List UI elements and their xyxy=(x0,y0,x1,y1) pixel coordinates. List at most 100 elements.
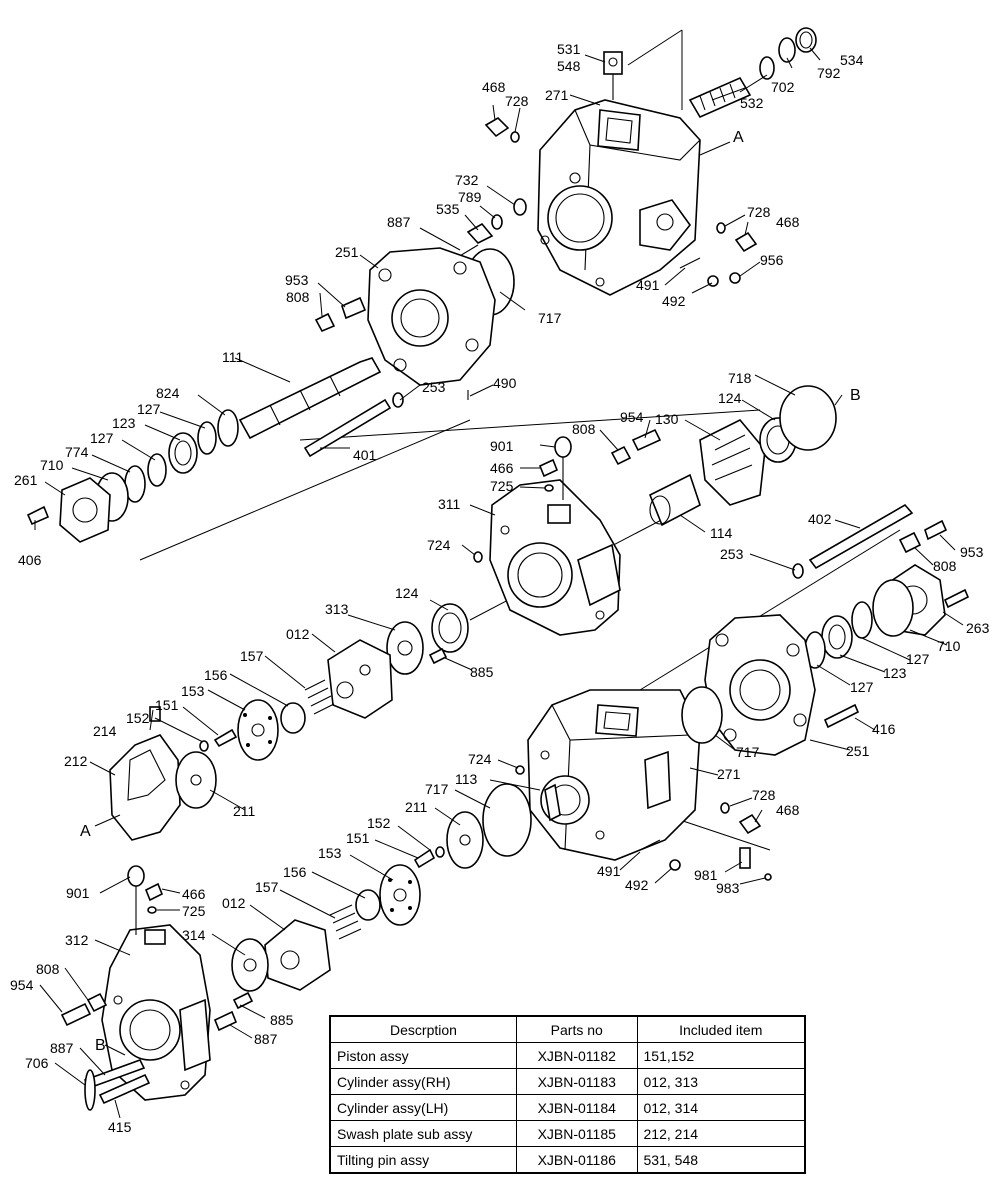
part-labels: 531 548 534 792 702 532 271 468 728 A 73… xyxy=(10,41,990,1135)
label-311: 311 xyxy=(438,496,461,512)
piston-group-upper xyxy=(199,679,335,761)
spline-coupling-114 xyxy=(648,473,701,527)
cell-parts-no: XJBN-01182 xyxy=(515,1042,638,1069)
label-124-mid: 124 xyxy=(395,585,419,601)
valve-plate-311 xyxy=(473,479,621,636)
rear-cover-stack xyxy=(804,564,970,669)
label-A-left: A xyxy=(80,823,91,840)
label-152-lower: 152 xyxy=(367,815,391,831)
label-702: 702 xyxy=(771,79,795,95)
label-728-top-left: 728 xyxy=(505,93,529,109)
label-468-top-right: 468 xyxy=(776,214,800,230)
cell-included-item: 151,152 xyxy=(636,1042,806,1069)
swash-plate-130 xyxy=(699,385,837,506)
label-406: 406 xyxy=(18,552,42,568)
label-314: 314 xyxy=(182,927,206,943)
label-151-lower: 151 xyxy=(346,830,370,846)
piston-group-lower xyxy=(213,846,445,1032)
label-956: 956 xyxy=(760,252,784,268)
upper-housing-271 xyxy=(537,99,701,296)
cell-included-item: 012, 313 xyxy=(636,1068,806,1095)
bolt-401 xyxy=(303,392,404,458)
label-532: 532 xyxy=(740,95,764,111)
table-header-row: Descrption Parts no Included item xyxy=(329,1015,806,1043)
cell-parts-no: XJBN-01183 xyxy=(515,1068,638,1095)
table-row: Tilting pin assy XJBN-01186 531, 548 xyxy=(329,1146,806,1174)
label-724-center: 724 xyxy=(427,537,451,553)
label-728-top-right: 728 xyxy=(747,204,771,220)
label-157-lower: 157 xyxy=(255,879,279,895)
label-492-lower: 492 xyxy=(625,877,649,893)
header-description: Descrption xyxy=(329,1015,517,1043)
label-402: 402 xyxy=(808,511,832,527)
label-157-top: 157 xyxy=(240,648,264,664)
cylinder-block-012-upper xyxy=(327,603,469,719)
label-887-top: 887 xyxy=(387,214,411,230)
label-214: 214 xyxy=(93,723,117,739)
nut-stud-center xyxy=(610,428,662,466)
label-490: 490 xyxy=(493,375,517,391)
label-466-lower: 466 xyxy=(182,886,206,902)
label-706: 706 xyxy=(25,1055,49,1071)
label-111: 111 xyxy=(222,349,243,365)
label-468-top-left: 468 xyxy=(482,79,506,95)
label-548: 548 xyxy=(557,58,581,74)
label-415: 415 xyxy=(108,1119,132,1135)
label-113: 113 xyxy=(455,771,478,787)
label-954-lower: 954 xyxy=(10,977,34,993)
bolt-402 xyxy=(792,503,948,579)
label-534: 534 xyxy=(840,52,864,68)
label-491-lower: 491 xyxy=(597,863,621,879)
label-251-lower: 251 xyxy=(846,743,870,759)
cell-included-item: 012, 314 xyxy=(636,1094,806,1121)
label-953-top: 953 xyxy=(285,272,309,288)
label-774: 774 xyxy=(65,444,89,460)
label-124-top: 124 xyxy=(718,390,742,406)
label-271-lower: 271 xyxy=(717,766,741,782)
label-253-top: 253 xyxy=(422,379,446,395)
label-718: 718 xyxy=(728,370,752,386)
cell-description: Cylinder assy(LH) xyxy=(329,1094,517,1121)
label-401: 401 xyxy=(353,447,377,463)
label-732: 732 xyxy=(455,172,479,188)
label-492-top: 492 xyxy=(662,293,686,309)
table-row: Cylinder assy(RH) XJBN-01183 012, 313 xyxy=(329,1068,806,1095)
label-263: 263 xyxy=(966,620,990,636)
label-808-top: 808 xyxy=(286,289,310,305)
label-156-lower: 156 xyxy=(283,864,307,880)
parts-table: Descrption Parts no Included item Piston… xyxy=(329,1015,806,1174)
label-725-center: 725 xyxy=(490,478,514,494)
front-bearing-stack xyxy=(26,409,239,543)
header-included-item: Included item xyxy=(636,1015,806,1043)
label-981: 981 xyxy=(694,867,718,883)
label-824: 824 xyxy=(156,385,180,401)
label-271-top: 271 xyxy=(545,87,569,103)
port-block-251-upper xyxy=(314,247,496,400)
label-491-top: 491 xyxy=(636,277,660,293)
label-012-top: 012 xyxy=(286,626,310,642)
label-313: 313 xyxy=(325,601,349,617)
label-717-top: 717 xyxy=(538,310,562,326)
table-row: Swash plate sub assy XJBN-01185 212, 214 xyxy=(329,1120,806,1147)
lower-small-parts xyxy=(446,765,772,881)
label-717-lower-left: 717 xyxy=(425,781,449,797)
label-885-top: 885 xyxy=(470,664,494,680)
label-127-b: 127 xyxy=(90,430,114,446)
label-123-top: 123 xyxy=(112,415,136,431)
table-row: Piston assy XJBN-01182 151,152 xyxy=(329,1042,806,1069)
label-B-top: B xyxy=(850,387,861,404)
label-717-lower-right: 717 xyxy=(736,744,760,760)
leader-lines xyxy=(34,47,964,1119)
label-808-lower: 808 xyxy=(36,961,60,977)
label-156-top: 156 xyxy=(204,667,228,683)
eyebolt-901-center xyxy=(538,436,572,500)
label-468-lower: 468 xyxy=(776,802,800,818)
label-983: 983 xyxy=(716,880,740,896)
table-row: Cylinder assy(LH) XJBN-01184 012, 314 xyxy=(329,1094,806,1121)
lower-housing-271 xyxy=(527,689,701,861)
cell-description: Swash plate sub assy xyxy=(329,1120,517,1147)
label-728-lower: 728 xyxy=(752,787,776,803)
label-153-top: 153 xyxy=(181,683,205,699)
label-151-top: 151 xyxy=(155,697,179,713)
